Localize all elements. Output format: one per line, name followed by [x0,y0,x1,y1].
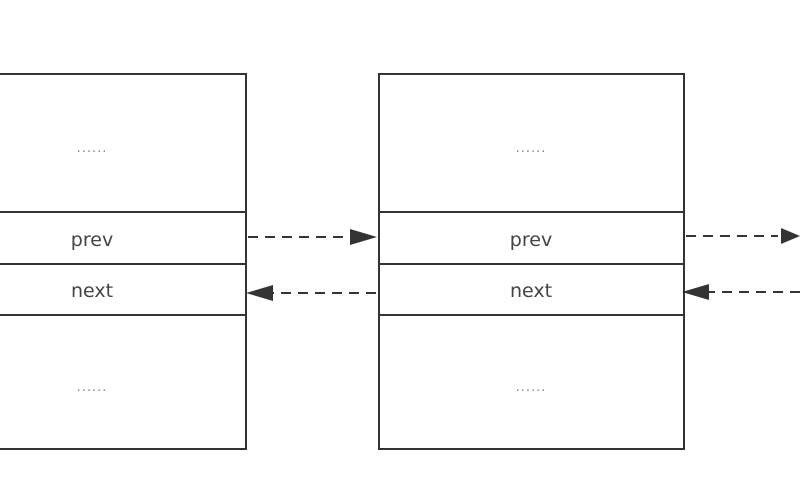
arrow-middle-to-left [246,285,376,301]
node-left-frame [0,73,247,450]
node-middle-frame [378,73,685,450]
node-middle-prev-field: prev [510,229,552,251]
list-node-middle: ...... prev next ...... [378,73,685,450]
node-left-prev-field: prev [71,229,113,251]
node-left-bottom-ellipsis: ...... [77,380,108,395]
node-middle-bottom-ellipsis: ...... [516,380,547,395]
arrow-right-to-middle [682,284,800,300]
node-left-next-field: next [71,280,113,302]
arrow-middle-to-right [686,228,800,244]
arrow-left-head-icon [246,285,273,301]
node-middle-next-field: next [510,280,552,302]
node-middle-top-ellipsis: ...... [516,141,547,156]
arrow-left-to-middle [248,229,377,245]
arrow-right-head-icon [350,229,377,245]
arrow-left-head-icon [682,284,709,300]
list-node-left: ...... prev next ...... [0,73,247,450]
arrow-right-head-icon [781,228,800,244]
node-left-top-ellipsis: ...... [77,141,108,156]
